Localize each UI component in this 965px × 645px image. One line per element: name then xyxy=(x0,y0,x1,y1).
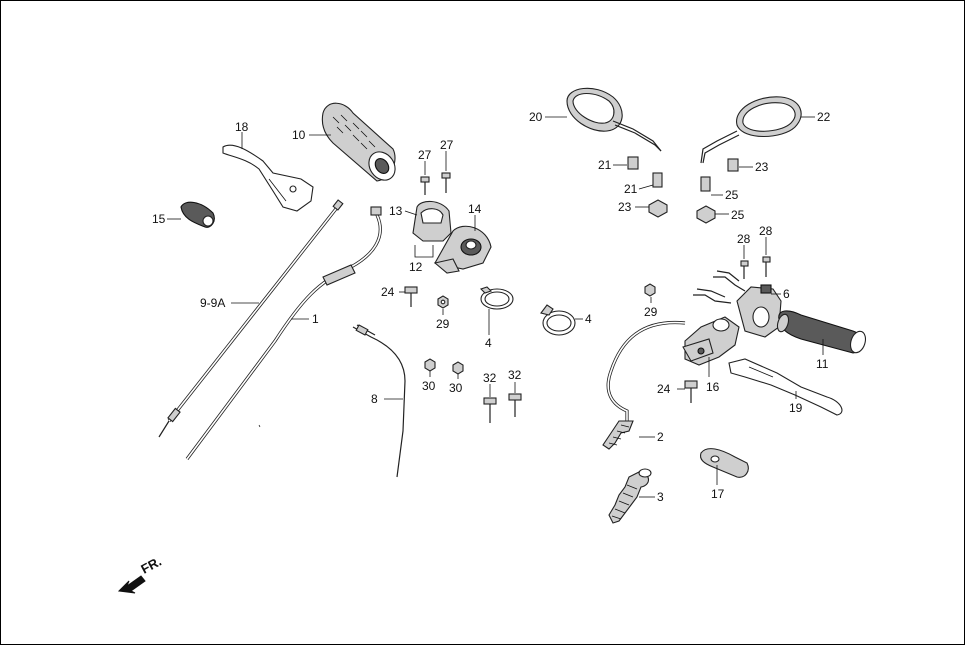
cable-1-part xyxy=(185,206,382,460)
bolt-24b-part xyxy=(684,380,698,403)
bolt-32b-part xyxy=(508,393,522,417)
adapter-21b-part xyxy=(727,158,739,172)
callout-23a: 21 xyxy=(624,182,638,196)
dust-boot-3-part xyxy=(608,468,652,524)
bolt-23b-part xyxy=(700,176,711,192)
callout-19: 19 xyxy=(789,401,803,415)
leader-13 xyxy=(404,210,418,216)
screw-27b-part xyxy=(441,172,451,193)
clamp-13-part xyxy=(412,200,452,242)
callout-25a: 23 xyxy=(618,200,632,214)
tick-mark xyxy=(258,424,261,428)
screw-28a-part xyxy=(740,260,749,279)
brake-hose-2-part xyxy=(602,320,686,450)
callout-24a: 24 xyxy=(381,285,395,299)
switch-housing-6-part xyxy=(693,270,782,338)
nut-30a-part xyxy=(424,358,436,372)
callout-29a: 29 xyxy=(436,317,450,331)
callout-22: 22 xyxy=(817,110,831,124)
callout-30b: 30 xyxy=(449,381,463,395)
callout-21b: 23 xyxy=(755,160,769,174)
right-grip-part xyxy=(776,310,867,354)
screw-28b-part xyxy=(762,256,771,277)
callout-14: 14 xyxy=(468,202,482,216)
screw-27a-part xyxy=(420,176,430,195)
nut-29b-part xyxy=(644,283,656,297)
cable-8-part xyxy=(352,324,406,478)
callout-2: 2 xyxy=(657,430,664,444)
cable-9-9a-part xyxy=(158,199,344,438)
leader-23a xyxy=(638,184,654,190)
callout-24b: 24 xyxy=(657,382,671,396)
mirror-22-part xyxy=(700,96,802,164)
callout-29b: 29 xyxy=(644,305,658,319)
nut-30b-part xyxy=(452,361,464,375)
callout-6: 6 xyxy=(783,287,790,301)
callout-11: 11 xyxy=(816,357,829,371)
callout-10: 10 xyxy=(292,128,306,142)
callout-17: 17 xyxy=(711,487,725,501)
mirror-20-part xyxy=(566,87,662,152)
nut-25a-part xyxy=(648,199,668,218)
callout-21a: 21 xyxy=(598,158,612,172)
callout-27b: 27 xyxy=(440,138,454,152)
callout-18: 18 xyxy=(235,120,249,134)
callout-25b: 25 xyxy=(731,208,745,222)
callout-13: 13 xyxy=(389,204,403,218)
leader-12 xyxy=(414,245,434,258)
front-direction-label: FR. xyxy=(138,554,164,577)
clutch-lever-part xyxy=(222,144,314,212)
callout-16: 16 xyxy=(706,380,720,394)
nut-29a-part xyxy=(437,295,449,309)
callout-28b: 28 xyxy=(759,224,773,238)
front-direction-arrow-icon xyxy=(117,575,146,594)
hose-clamp-4b-part xyxy=(540,304,576,336)
master-cylinder-16-part xyxy=(682,316,740,366)
callout-9-9a: 9-9A xyxy=(200,296,225,310)
nut-25b-part xyxy=(696,205,716,224)
switch-15-part xyxy=(180,201,215,228)
callout-30a: 30 xyxy=(422,379,436,393)
callout-12: 12 xyxy=(409,260,423,274)
bolt-23a-part xyxy=(652,172,663,188)
perch-14-part xyxy=(433,225,492,274)
callout-3: 3 xyxy=(657,490,664,504)
callout-23b: 25 xyxy=(725,188,739,202)
hose-clamp-4a-part xyxy=(479,286,514,310)
switch-cover-17-part xyxy=(699,448,749,478)
callout-27a: 27 xyxy=(418,148,432,162)
bolt-24a-part xyxy=(404,286,418,307)
bolt-32a-part xyxy=(483,397,497,423)
callout-8: 8 xyxy=(371,392,378,406)
callout-4a: 4 xyxy=(485,336,492,350)
adapter-21a-part xyxy=(627,156,639,170)
callout-1: 1 xyxy=(312,312,319,326)
callout-20: 20 xyxy=(529,110,543,124)
brake-lever-19-part xyxy=(728,358,843,416)
left-grip-part xyxy=(321,102,396,182)
callout-32b: 32 xyxy=(508,368,522,382)
callout-4b: 4 xyxy=(585,312,592,326)
callout-28a: 28 xyxy=(737,232,751,246)
callout-32a: 32 xyxy=(483,371,497,385)
callout-15: 15 xyxy=(152,212,166,226)
